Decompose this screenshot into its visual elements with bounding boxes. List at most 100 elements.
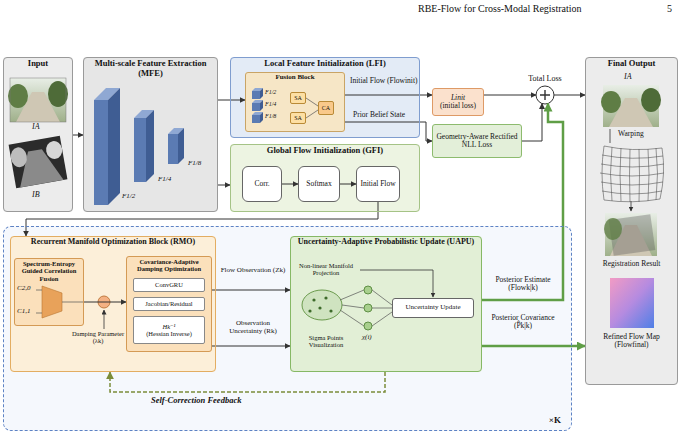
flow-map — [610, 278, 654, 328]
edge-label: Flow Observation (Zk) — [219, 267, 287, 275]
module-panel: Local Feature Initialization (LFI) Fusion… — [230, 57, 420, 138]
panel-fill — [3, 57, 678, 431]
node-label: (initial loss) — [440, 102, 476, 110]
connector-arrow — [345, 122, 432, 141]
attention-box: CA — [318, 101, 334, 115]
feature-slab — [94, 88, 184, 205]
fusion-block: Fusion BlockSA SA CA — [245, 72, 345, 132]
node-label: ×K — [549, 415, 561, 425]
sum-symbol — [536, 86, 554, 104]
node-label: Local Feature Initialization (LFI) — [234, 59, 416, 69]
node-label: Global Flow Initialization (GFI) — [234, 146, 416, 156]
feature-label: F1/4 — [158, 176, 171, 184]
process-box: Corr. — [242, 166, 282, 202]
process-box: Jacobian/Residual — [133, 297, 205, 311]
connector-arrow — [84, 302, 126, 303]
node-label: Input — [7, 59, 69, 69]
image-caption: Refined Flow Map (Flowfinal) — [588, 333, 675, 350]
node-label: Uncertainty Update — [405, 304, 460, 312]
node-label: Fusion Block — [249, 74, 341, 82]
image-label: IA — [32, 123, 40, 132]
node-label: SA — [294, 115, 302, 122]
connector-arrow — [26, 202, 378, 236]
symbol-label: χ(i) — [362, 334, 372, 342]
feature-label: F1/4 — [265, 101, 276, 108]
node-label: Final Output — [589, 59, 674, 69]
connector-arrow — [218, 100, 245, 101]
module-panel: Multi-scale Feature Extraction (MFE) — [83, 57, 218, 212]
node-label: Spectrum-Entropy Guided Correlation Fusi… — [18, 260, 80, 282]
node-label: Geometry-Aware Rectified NLL Loss — [435, 133, 519, 150]
attention-box: SA — [290, 92, 306, 104]
module-panel: Global Flow Initialization (GFI) Corr. Sof… — [230, 144, 420, 212]
input-panel: Input — [3, 57, 73, 212]
node-label: Softmax — [306, 180, 331, 188]
connector-arrow — [282, 184, 298, 185]
parameter-label: Damping Parameter (λk) — [70, 330, 126, 345]
feature-label: F1/8 — [188, 160, 201, 168]
step-label: Warping — [618, 130, 644, 138]
image-label: IB — [32, 191, 40, 200]
submodule-box: Covariance-Adaptive Damping Optimization… — [126, 256, 212, 352]
damping-node — [98, 296, 110, 329]
annotation-label: Non-linear Manifold Projection — [294, 262, 358, 277]
connector-arrow — [218, 185, 230, 186]
node-label: Uncertainty-Adaptive Probabilistic Updat… — [294, 238, 478, 247]
node-label: Total Loss — [528, 75, 561, 84]
process-box: Initial Flow — [356, 166, 400, 202]
module-panel: Uncertainty-Adaptive Probabilistic Updat… — [290, 236, 482, 372]
attention-box: SA — [290, 112, 306, 124]
node-label: Covariance-Adaptive Damping Optimization — [130, 258, 208, 273]
loss-box: Geometry-Aware Rectified NLL Loss — [432, 124, 522, 158]
node-label: (Hessian Inverse) — [146, 330, 192, 337]
running-header: RBE-Flow for Cross-Modal Registration — [418, 3, 582, 14]
node-label: Linit — [451, 94, 465, 102]
node-label: Hk⁻¹ — [163, 323, 176, 330]
connector-arrow — [73, 135, 83, 136]
connector-arrow — [554, 95, 585, 96]
loss-box: Linit(initial loss) — [432, 88, 484, 116]
output-image — [601, 85, 661, 127]
connector-arrow — [484, 95, 536, 96]
node-label: Multi-scale Feature Extraction (MFE) — [87, 59, 214, 78]
correlation-label: C2,0 — [17, 285, 30, 293]
page-number: 5 — [667, 3, 672, 14]
module-panel: Recurrent Manifold Optimization Block (R… — [10, 236, 216, 372]
connector-arrow — [522, 103, 542, 141]
process-box: Uncertainty Update — [392, 298, 474, 318]
connector-arrow — [482, 345, 585, 348]
visible-image — [8, 78, 68, 122]
feature-cube — [252, 88, 318, 123]
node-label: SA — [294, 95, 302, 102]
node-label: Jacobian/Residual — [145, 300, 192, 307]
node-label: CA — [322, 105, 330, 112]
edge-label: Self-Correction Feedback — [150, 396, 242, 406]
warp-grid — [600, 146, 664, 202]
connector-arrow — [212, 290, 290, 291]
annotation-label: Sigma Points Visualization — [294, 334, 358, 349]
edge-label: Prior Belief State — [352, 111, 406, 119]
feature-label: F1/2 — [122, 193, 135, 201]
connector-arrow — [212, 346, 290, 347]
connector-arrow — [340, 184, 356, 185]
process-box: Hk⁻¹(Hessian Inverse) — [133, 316, 205, 344]
image-label: IA — [624, 73, 632, 82]
correlation-label: C1,1 — [17, 308, 30, 316]
node-label: Corr. — [254, 180, 269, 188]
infrared-image — [9, 136, 68, 188]
node-label: ConvGRU — [155, 281, 183, 288]
registration-image — [604, 213, 657, 256]
process-box: ConvGRU — [133, 278, 205, 292]
feature-label: F1/8 — [265, 113, 276, 120]
node-label: Initial Flow — [360, 180, 395, 188]
feature-label: F1/2 — [265, 89, 276, 96]
edge-label: Posterior Estimate (Flowk|k) — [486, 276, 560, 293]
warp-arrows — [610, 129, 631, 211]
node-label: Recurrent Manifold Optimization Block (R… — [14, 238, 212, 247]
edge-label: Observation Uncertainty (Rk) — [219, 320, 287, 336]
connector-arrow — [345, 95, 432, 96]
image-caption: Registration Result — [588, 260, 675, 268]
edge-label: Initial Flow (Flowinit) — [349, 77, 419, 85]
connector-arrow — [110, 372, 385, 392]
